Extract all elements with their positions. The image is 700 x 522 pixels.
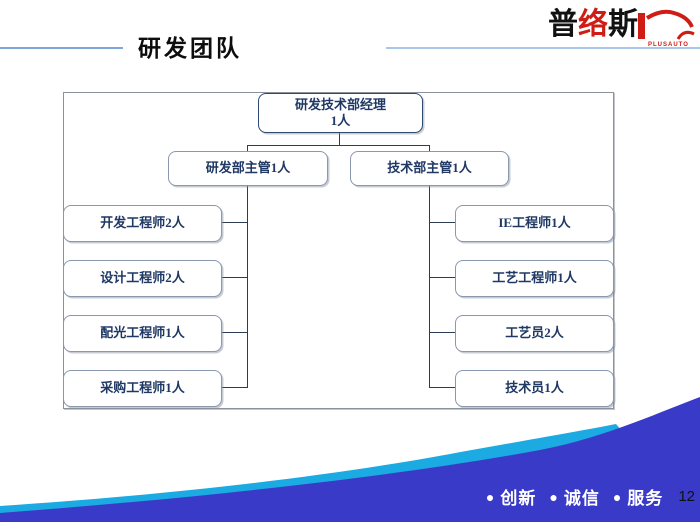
org-node-left-1: 开发工程师2人 <box>63 205 222 242</box>
org-node-label: 工艺员2人 <box>505 325 564 341</box>
org-node-right-2: 工艺工程师1人 <box>455 260 614 297</box>
org-node-right-1: IE工程师1人 <box>455 205 614 242</box>
logo-text: 普络斯 <box>548 10 638 40</box>
logo-subtext: PLUSAUTO <box>648 42 689 48</box>
org-node-left-3: 配光工程师1人 <box>63 315 222 352</box>
org-node-label: 研发部主管1人 <box>205 160 291 176</box>
header-rule-right <box>386 47 700 49</box>
org-node-label: 技术部主管1人 <box>387 160 472 176</box>
footer-values: ● 创新 ● 诚信 ● 服务 12 <box>486 484 695 509</box>
logo-char: 络 <box>578 8 608 41</box>
org-node-left-2: 设计工程师2人 <box>63 260 222 297</box>
company-logo: 普络斯 PLUSAUTO <box>548 8 698 52</box>
header-rule-left <box>0 47 123 49</box>
org-node-left-4: 采购工程师1人 <box>63 370 222 407</box>
stub-right-3 <box>429 332 456 333</box>
bullet-icon: ● <box>485 488 495 505</box>
car-icon <box>638 9 695 40</box>
logo-char: 普 <box>548 8 578 41</box>
org-node-label: 采购工程师1人 <box>100 380 185 396</box>
stub-left-3 <box>220 332 248 333</box>
bullet-icon: ● <box>612 488 622 505</box>
org-node-headcount: 1人 <box>330 113 351 128</box>
logo-char: 斯 <box>608 8 638 41</box>
connector-span <box>247 145 429 146</box>
org-node-label: 配光工程师1人 <box>100 325 185 341</box>
connector-mgr-left <box>247 145 248 152</box>
stub-right-2 <box>429 277 456 278</box>
footer-value-label: 服务 <box>627 489 664 508</box>
connector-mgr-right <box>429 145 430 152</box>
footer-value-integrity: ● 诚信 <box>549 484 599 509</box>
stub-right-4 <box>429 387 456 388</box>
org-node-label: 设计工程师2人 <box>100 270 185 286</box>
org-node-tech-supervisor: 技术部主管1人 <box>350 151 509 186</box>
trunk-left <box>247 184 248 388</box>
footer-wave-graphic <box>0 397 700 522</box>
stub-left-4 <box>220 387 248 388</box>
footer-value-label: 诚信 <box>563 489 600 508</box>
org-node-label: 研发技术部经理 <box>294 96 386 112</box>
org-node-right-4: 技术员1人 <box>455 370 614 407</box>
org-node-rd-supervisor: 研发部主管1人 <box>168 151 328 186</box>
footer-value-label: 创新 <box>500 489 537 508</box>
org-node-label: 开发工程师2人 <box>100 215 185 231</box>
org-node-label: 工艺工程师1人 <box>492 270 577 286</box>
stub-right-1 <box>429 222 456 223</box>
page-number: 12 <box>678 488 695 505</box>
org-node-right-3: 工艺员2人 <box>455 315 614 352</box>
stub-left-2 <box>220 277 248 278</box>
org-node-label: 技术员1人 <box>505 380 564 396</box>
page-title: 研发团队 <box>138 35 242 61</box>
org-chart-frame <box>63 92 614 409</box>
bullet-icon: ● <box>549 488 558 505</box>
stub-left-1 <box>220 222 248 223</box>
org-node-manager-root: 研发技术部经理 1人 <box>258 93 423 133</box>
trunk-right <box>429 184 430 388</box>
footer-value-innovation: ● 创新 <box>486 484 536 509</box>
footer-value-service: ● 服务 <box>613 484 663 509</box>
connector-root <box>339 131 340 146</box>
org-node-label: IE工程师1人 <box>498 215 571 231</box>
